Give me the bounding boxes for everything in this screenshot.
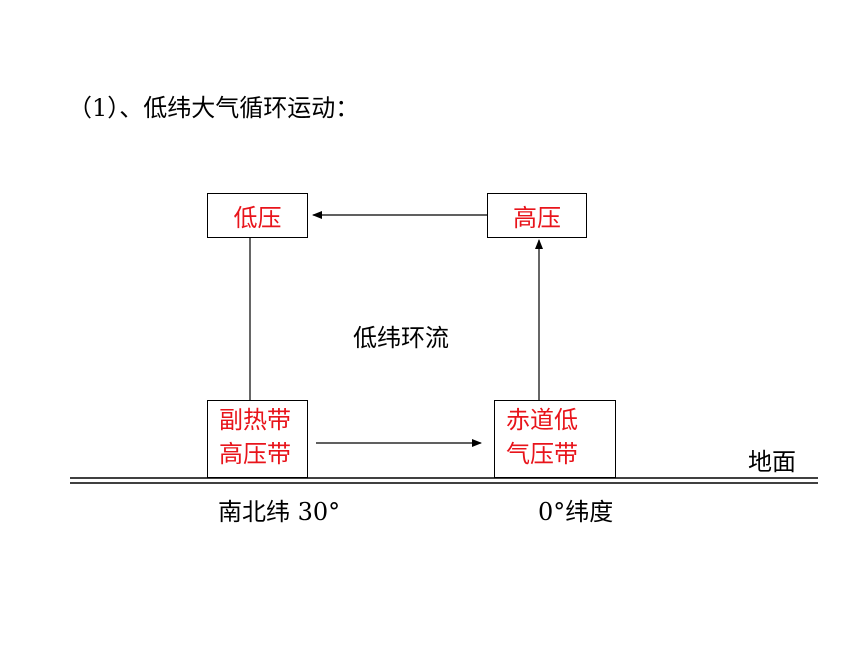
ground-label: 地面: [748, 448, 796, 476]
subtropical-high-box: 副热带 高压带: [207, 400, 308, 478]
diagram-heading: （1）、低纬大气循环运动：: [68, 94, 360, 122]
subtropical-high-line2: 高压带: [219, 440, 291, 468]
latitude-30-label: 南北纬 30°: [218, 498, 341, 526]
latitude-0-label: 0°纬度: [538, 498, 614, 526]
high-pressure-box: 高压: [487, 193, 587, 238]
equatorial-low-line2: 气压带: [506, 440, 578, 468]
circulation-label: 低纬环流: [353, 324, 449, 352]
low-pressure-label: 低压: [233, 204, 282, 232]
equatorial-low-line1: 赤道低: [506, 406, 578, 434]
subtropical-high-line1: 副热带: [219, 406, 291, 434]
equatorial-low-box: 赤道低 气压带: [494, 400, 616, 478]
low-pressure-box: 低压: [207, 193, 308, 238]
high-pressure-label: 高压: [513, 204, 561, 232]
